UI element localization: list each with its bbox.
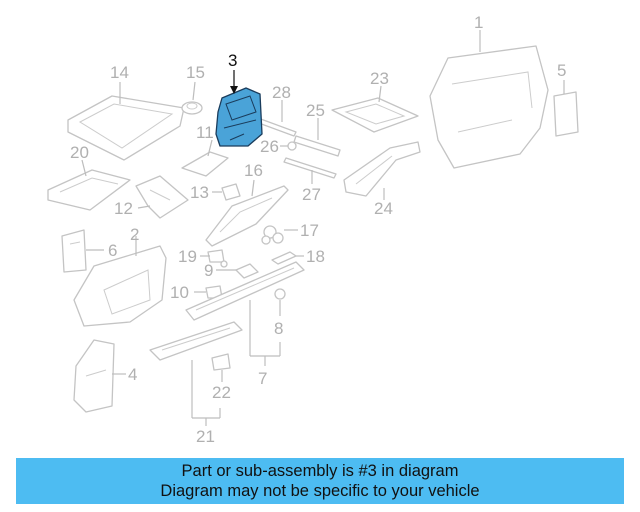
part-1-quarter-trim[interactable] [429, 30, 549, 169]
part-3-highlighted[interactable] [215, 70, 263, 147]
part-17-fastener[interactable] [261, 225, 298, 245]
part-12-trim[interactable] [135, 175, 189, 219]
callout-27: 27 [302, 185, 321, 204]
callout-6: 6 [108, 241, 117, 260]
callout-8: 8 [274, 319, 283, 338]
part-7-hardware[interactable] [220, 260, 228, 268]
callout-20: 20 [70, 143, 89, 162]
part-21-cargo-cover[interactable] [149, 321, 243, 426]
callout-22: 22 [212, 383, 231, 402]
callout-23: 23 [370, 69, 389, 88]
part-4-bracket[interactable] [73, 339, 126, 413]
part-27-rod[interactable] [283, 157, 337, 184]
part-13-clip[interactable] [212, 183, 241, 201]
callout-9: 9 [204, 261, 213, 280]
part-8-bolt[interactable] [274, 288, 286, 316]
part-9-hook[interactable] [216, 263, 259, 279]
callout-2: 2 [130, 225, 139, 244]
part-6-panel[interactable] [61, 229, 104, 273]
banner-line-2: Diagram may not be specific to your vehi… [160, 482, 480, 500]
callout-19: 19 [178, 247, 197, 266]
part-11-bracket[interactable] [181, 139, 229, 177]
callout-18: 18 [306, 247, 325, 266]
part-2-side-trim[interactable] [73, 236, 167, 327]
callout-16: 16 [244, 161, 263, 180]
callout-25: 25 [306, 101, 325, 120]
part-14-cargo-mat[interactable] [67, 82, 185, 161]
part-16-trim-panel[interactable] [205, 179, 289, 247]
part-18-strip[interactable] [271, 251, 304, 265]
banner-line-1: Part or sub-assembly is #3 in diagram [181, 462, 459, 480]
callout-labels: 1 2 3 4 5 6 7 8 9 10 11 12 13 14 15 16 1… [70, 13, 566, 446]
part-5-cover[interactable] [553, 80, 579, 137]
callout-5: 5 [557, 61, 566, 80]
callout-7: 7 [258, 369, 267, 388]
callout-4: 4 [128, 365, 137, 384]
part-sill-plate[interactable] [185, 261, 305, 366]
part-15-clip[interactable] [181, 81, 203, 115]
callout-21: 21 [196, 427, 215, 446]
callout-10: 10 [170, 283, 189, 302]
part-24-jack[interactable] [343, 141, 421, 200]
callout-14: 14 [110, 63, 129, 82]
callout-26: 26 [260, 137, 279, 156]
part-23-tool-tray[interactable] [331, 85, 419, 133]
callout-28: 28 [272, 83, 291, 102]
callout-24: 24 [374, 199, 393, 218]
callout-15: 15 [186, 63, 205, 82]
callout-1: 1 [474, 13, 483, 32]
part-20-floor-panel[interactable] [47, 159, 131, 211]
callout-17: 17 [300, 221, 319, 240]
callout-13: 13 [190, 183, 209, 202]
info-banner: Part or sub-assembly is #3 in diagram Di… [16, 458, 624, 504]
callout-11: 11 [196, 123, 214, 142]
part-26-tool[interactable] [280, 141, 297, 151]
parts-diagram: 1 2 3 4 5 6 7 8 9 10 11 12 13 14 15 16 1… [47, 13, 579, 446]
callout-12: 12 [114, 199, 133, 218]
callout-3: 3 [228, 51, 237, 70]
part-22-clip[interactable] [211, 353, 231, 382]
part-25-jack-handle[interactable] [293, 118, 341, 157]
